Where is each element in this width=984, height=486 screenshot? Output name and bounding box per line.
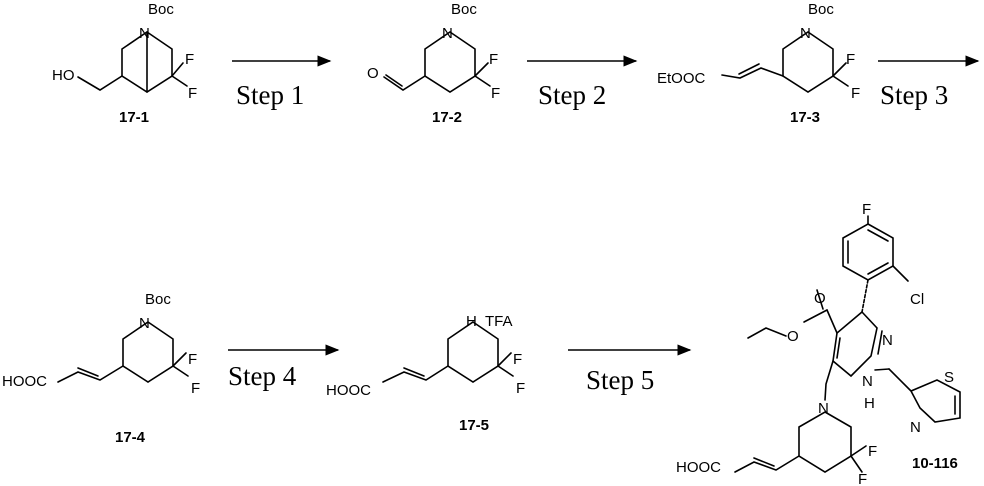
- piperidine-nitrogen-label: N: [818, 400, 829, 417]
- fluorine-label: F: [513, 351, 522, 368]
- step-label: Step 3: [880, 80, 948, 110]
- boc-label: Boc: [451, 1, 477, 18]
- thiazole-nitrogen-label: N: [910, 419, 921, 436]
- tfa-salt-label: TFA: [485, 313, 513, 330]
- boc-label: Boc: [145, 291, 171, 308]
- compound-id-label: 17-2: [432, 109, 462, 126]
- fluorine-label: F: [516, 380, 525, 397]
- fluorine-label: F: [868, 443, 877, 460]
- compound-id-label: 10-116: [912, 455, 958, 472]
- compound-id-label: 17-4: [115, 429, 146, 446]
- fluorine-label: F: [185, 51, 194, 68]
- oxygen-label: O: [367, 65, 379, 82]
- compound-10-116: F Cl O O N N H S N N F F HOOC 10-116: [676, 201, 960, 486]
- ring-nitrogen-label: N: [139, 315, 150, 332]
- hydroxyl-label: HO: [52, 67, 75, 84]
- fluorine-label: F: [862, 201, 871, 218]
- fluorine-label: F: [188, 85, 197, 102]
- ring-nitrogen-label: N: [862, 373, 873, 390]
- ester-label: EtOOC: [657, 70, 706, 87]
- ring-nitrogen-label: N: [442, 25, 453, 42]
- chlorine-label: Cl: [910, 291, 924, 308]
- ester-oxygen-label: O: [787, 328, 799, 345]
- step-label: Step 1: [236, 80, 304, 110]
- ring-nitrogen-label: N: [139, 25, 150, 42]
- compound-17-1: Boc N F F HO 17-1: [52, 1, 197, 126]
- carboxylic-acid-label: HOOC: [676, 459, 721, 476]
- compound-id-label: 17-5: [459, 417, 489, 434]
- carboxylic-acid-label: HOOC: [2, 373, 47, 390]
- thiazole-sulfur-label: S: [944, 369, 954, 386]
- carboxylic-acid-label: HOOC: [326, 382, 371, 399]
- carbonyl-oxygen-label: O: [814, 290, 826, 307]
- step-label: Step 2: [538, 80, 606, 110]
- compound-17-3: Boc N F F EtOOC 17-3: [657, 1, 860, 126]
- step-label: Step 4: [228, 361, 297, 391]
- fluorine-label: F: [846, 51, 855, 68]
- boc-label: Boc: [148, 1, 174, 18]
- fluorine-label: F: [188, 351, 197, 368]
- compound-id-label: 17-1: [119, 109, 149, 126]
- fluorine-label: F: [491, 85, 500, 102]
- fluorine-label: F: [489, 51, 498, 68]
- fluorine-label: F: [851, 85, 860, 102]
- fluorine-label: F: [191, 380, 200, 397]
- compound-17-4: Boc N F F HOOC 17-4: [2, 291, 200, 446]
- step-label: Step 5: [586, 365, 654, 395]
- compound-id-label: 17-3: [790, 109, 820, 126]
- nh-hydrogen-label: H: [864, 395, 875, 412]
- fluorine-label: F: [858, 471, 867, 486]
- ring-nitrogen-label: N: [882, 332, 893, 349]
- ring-nitrogen-label: N: [800, 25, 811, 42]
- boc-label: Boc: [808, 1, 834, 18]
- compound-17-5: H TFA F F HOOC 17-5: [326, 313, 525, 434]
- nh-label: H: [466, 313, 477, 330]
- compound-17-2: Boc N F F O 17-2: [367, 1, 500, 126]
